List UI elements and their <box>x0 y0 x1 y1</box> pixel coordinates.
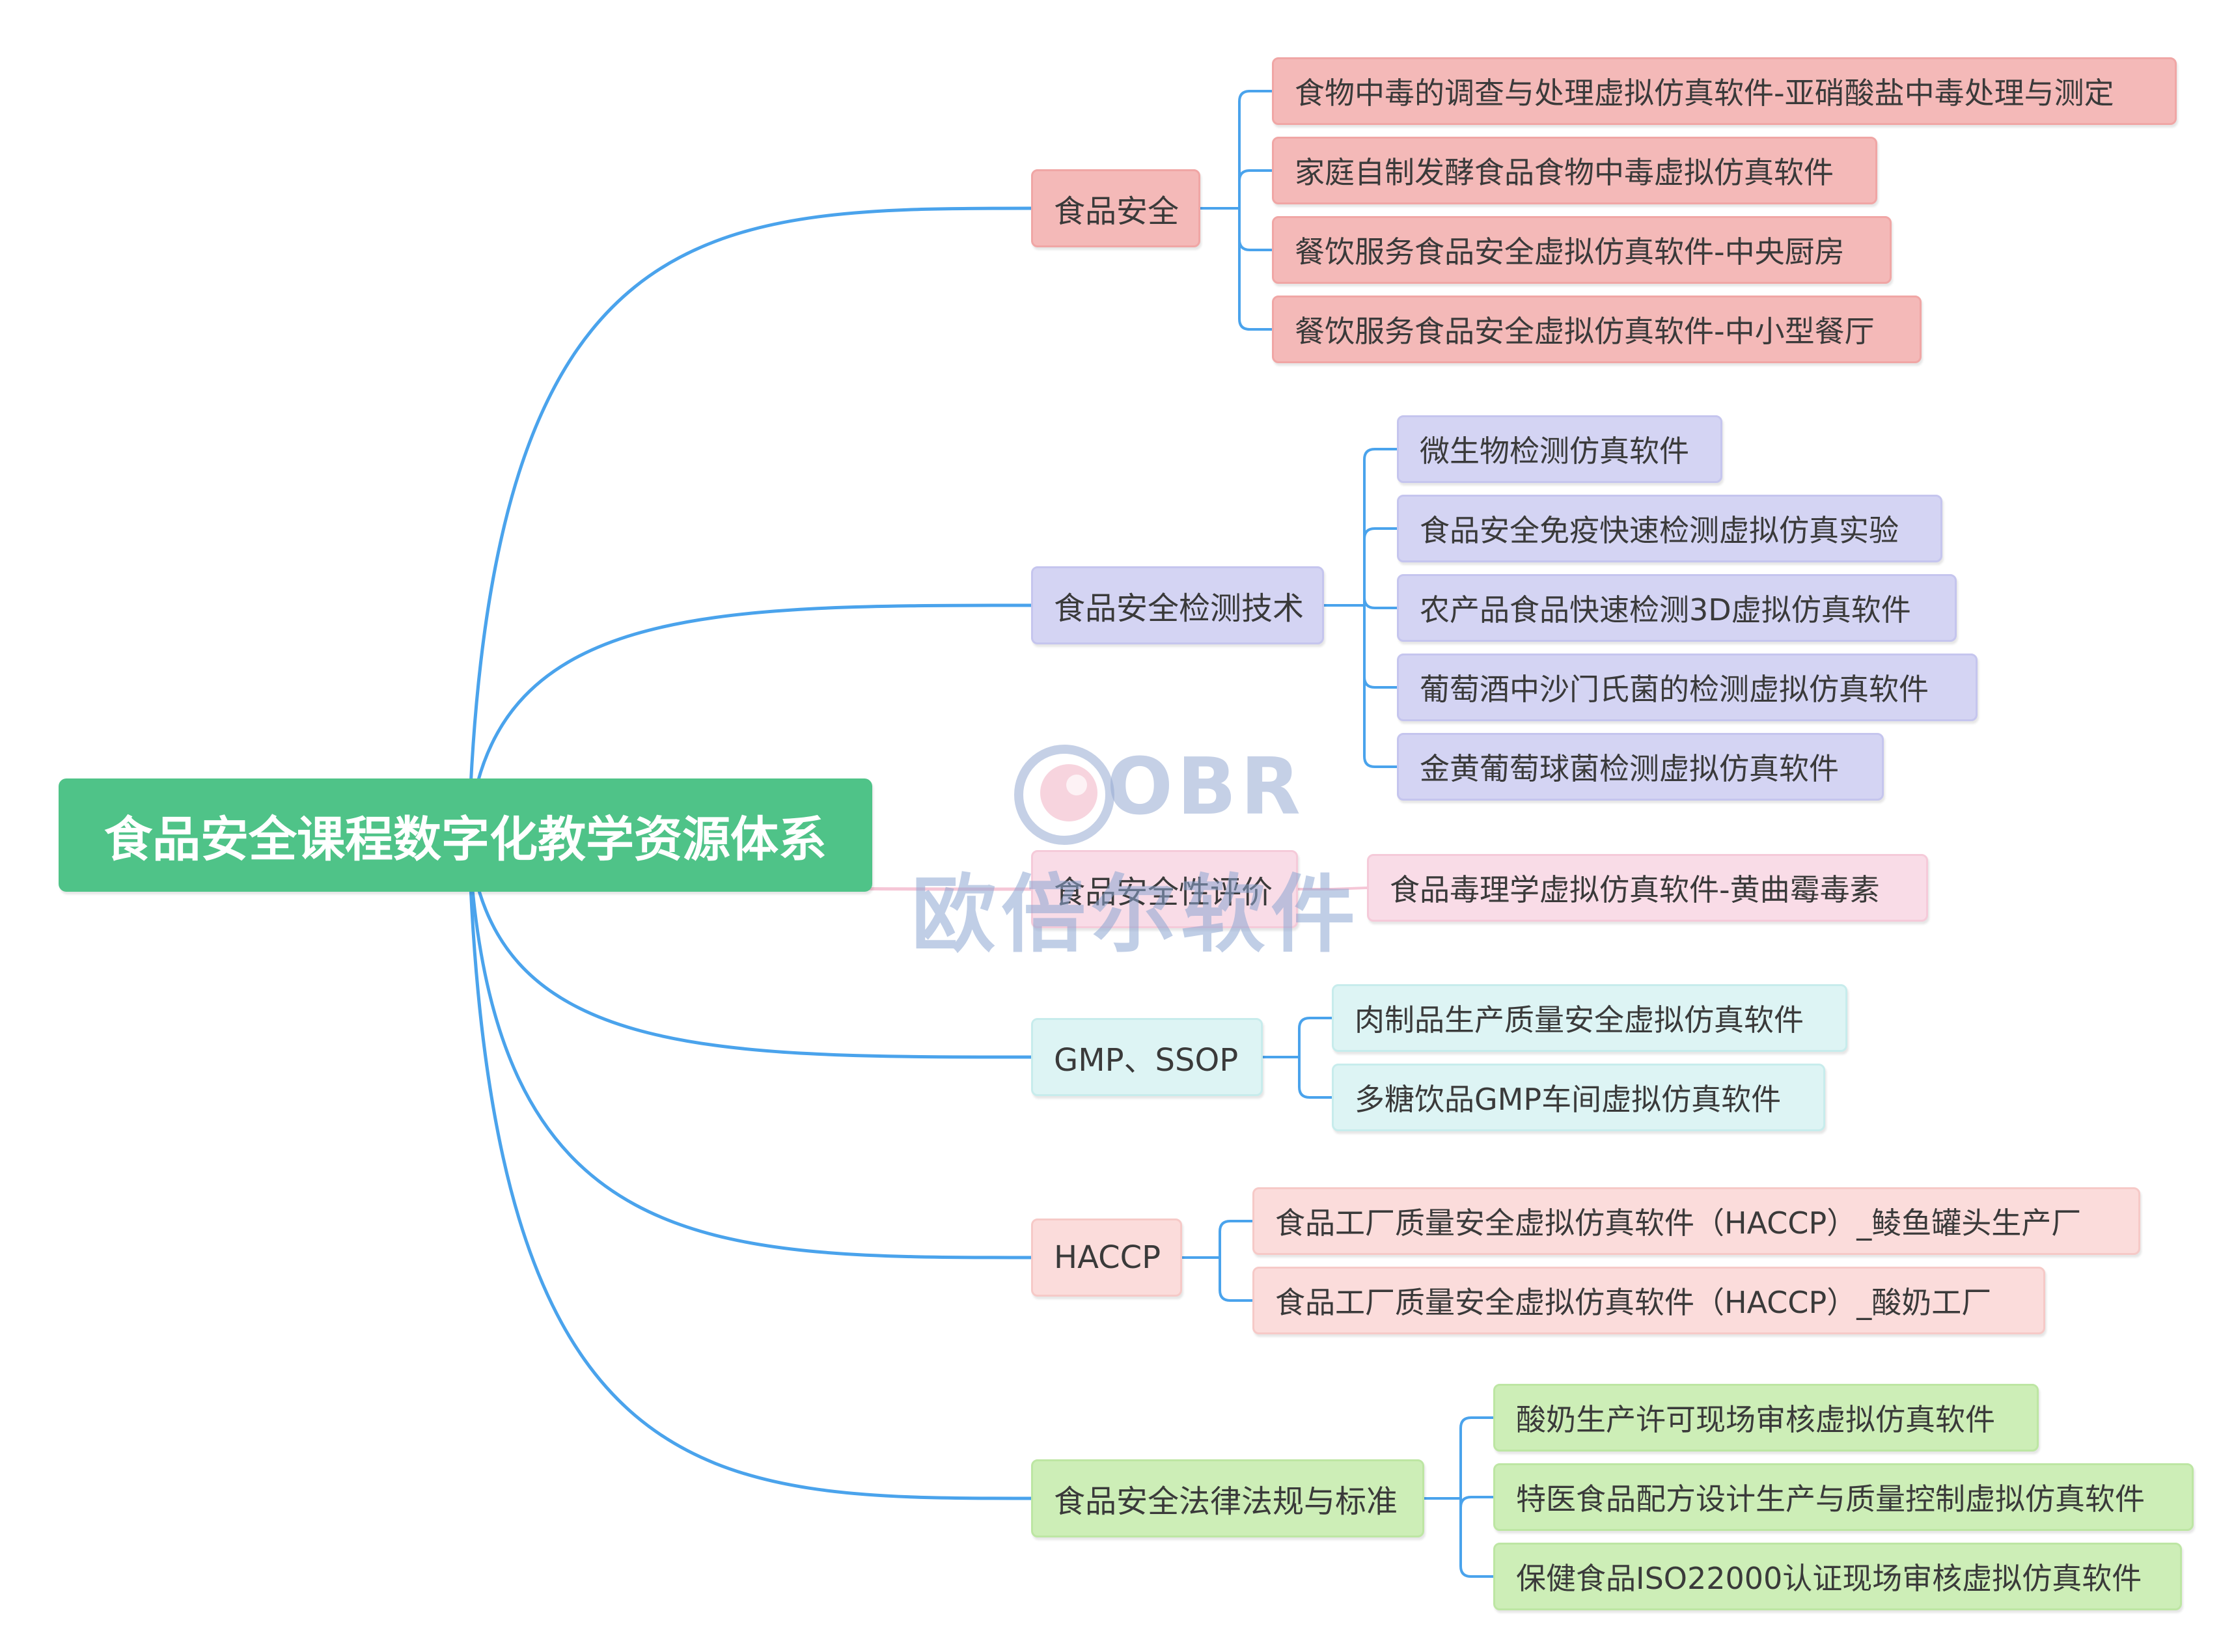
root-node[interactable]: 食品安全课程数字化教学资源体系 <box>59 778 872 892</box>
branch-connector <box>467 206 1032 836</box>
bracket-leaf-connector <box>1363 756 1397 768</box>
branch-haccp[interactable]: HACCP <box>1031 1218 1182 1297</box>
leaf-node[interactable]: 特医食品配方设计生产与质量控制虚拟仿真软件 <box>1493 1463 2194 1531</box>
leaf-node[interactable]: 食品工厂质量安全虚拟仿真软件（HACCP）_鲮鱼罐头生产厂 <box>1252 1187 2140 1255</box>
branch-connector <box>467 834 1032 1260</box>
branch-detection-tech[interactable]: 食品安全检测技术 <box>1031 566 1324 644</box>
branch-connector <box>467 603 1032 836</box>
bracket-leaf-connector <box>1298 1086 1332 1099</box>
bracket-leaf-connector <box>1459 1496 1493 1508</box>
branch-connector <box>467 834 1032 1500</box>
bracket-leaf-connector <box>1238 90 1272 102</box>
leaf-node[interactable]: 食品工厂质量安全虚拟仿真软件（HACCP）_酸奶工厂 <box>1252 1267 2045 1334</box>
bracket-leaf-connector <box>1363 527 1397 540</box>
bracket-leaf-connector <box>1238 239 1272 251</box>
leaf-node[interactable]: 家庭自制发酵食品食物中毒虚拟仿真软件 <box>1272 137 1877 204</box>
bracket-leaf-connector <box>1459 1416 1493 1429</box>
bracket-leaf-connector <box>1363 597 1397 609</box>
leaf-node[interactable]: 餐饮服务食品安全虚拟仿真软件-中小型餐厅 <box>1272 296 1922 363</box>
leaf-node[interactable]: 肉制品生产质量安全虚拟仿真软件 <box>1332 984 1847 1052</box>
bracket-leaf-connector <box>1219 1289 1252 1302</box>
branch-laws-standards[interactable]: 食品安全法律法规与标准 <box>1031 1459 1424 1537</box>
leaf-node[interactable]: 餐饮服务食品安全虚拟仿真软件-中央厨房 <box>1272 216 1892 284</box>
bracket-leaf-connector <box>1363 448 1397 460</box>
bracket-leaf-connector <box>1238 169 1272 182</box>
branch-connector <box>467 834 1032 1059</box>
leaf-node[interactable]: 多糖饮品GMP车间虚拟仿真软件 <box>1332 1064 1825 1131</box>
leaf-node[interactable]: 农产品食品快速检测3D虚拟仿真软件 <box>1397 574 1957 642</box>
bracket-leaf-connector <box>1331 887 1368 890</box>
bracket-leaf-connector <box>1238 318 1272 331</box>
bracket-leaf-connector <box>1363 676 1397 689</box>
leaf-node[interactable]: 葡萄酒中沙门氏菌的检测虚拟仿真软件 <box>1397 654 1978 721</box>
leaf-node[interactable]: 酸奶生产许可现场审核虚拟仿真软件 <box>1493 1384 2039 1452</box>
leaf-node[interactable]: 微生物检测仿真软件 <box>1397 415 1722 483</box>
bracket-leaf-connector <box>1459 1565 1493 1578</box>
branch-gmp-ssop[interactable]: GMP、SSOP <box>1031 1018 1263 1096</box>
leaf-node[interactable]: 食品毒理学虚拟仿真软件-黄曲霉毒素 <box>1367 854 1928 922</box>
leaf-node[interactable]: 金黄葡萄球菌检测虚拟仿真软件 <box>1397 733 1884 801</box>
branch-food-safety[interactable]: 食品安全 <box>1031 169 1200 247</box>
branch-safety-evaluation[interactable]: 食品安全性评价 <box>1031 850 1298 928</box>
leaf-node[interactable]: 食品安全免疫快速检测虚拟仿真实验 <box>1397 495 1942 562</box>
bracket-leaf-connector <box>1298 1017 1332 1029</box>
leaf-node[interactable]: 食物中毒的调查与处理虚拟仿真软件-亚硝酸盐中毒处理与测定 <box>1272 57 2177 125</box>
leaf-node[interactable]: 保健食品ISO22000认证现场审核虚拟仿真软件 <box>1493 1543 2182 1610</box>
bracket-leaf-connector <box>1219 1220 1252 1232</box>
